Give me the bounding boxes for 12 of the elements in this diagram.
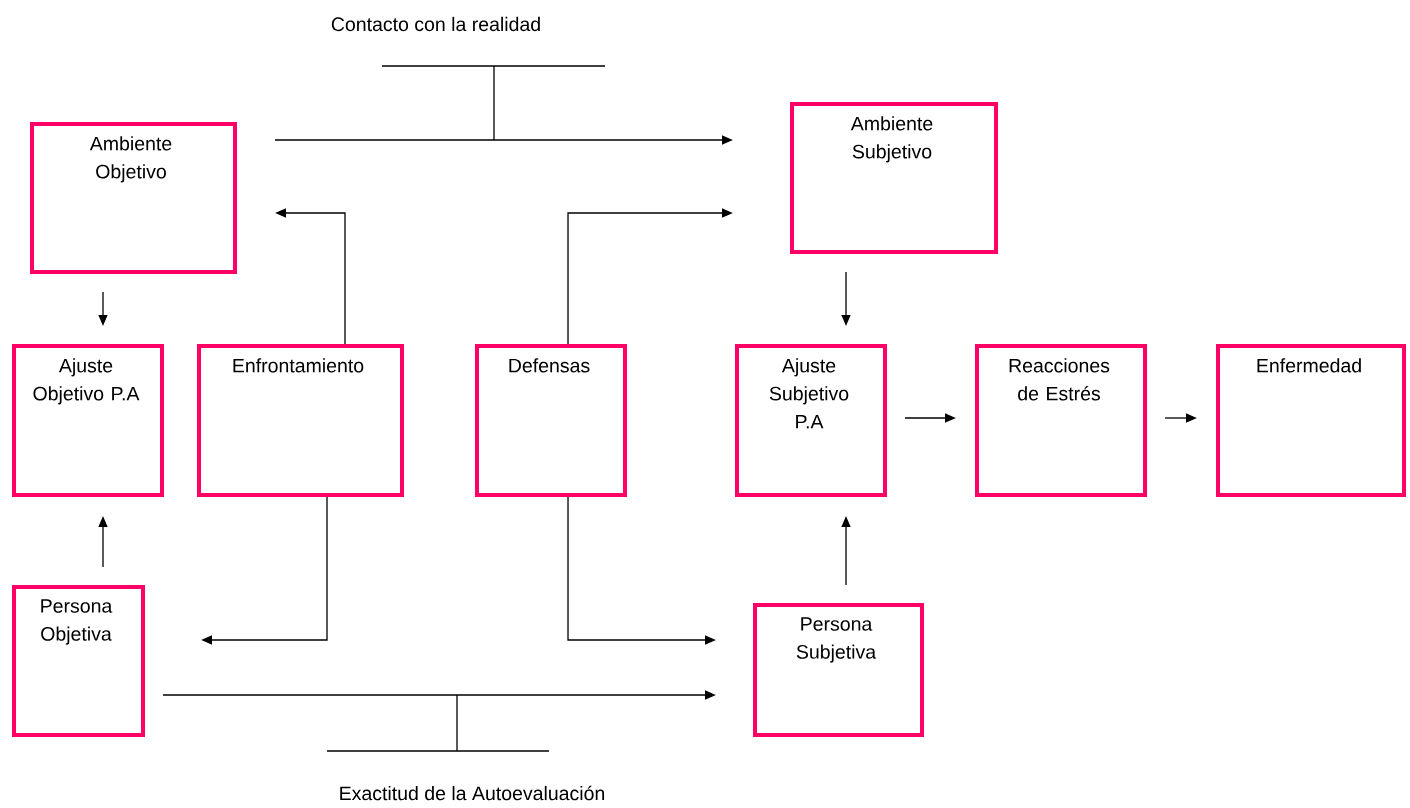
annotation-text: Contacto con la realidad [331, 16, 540, 32]
process-box: Enfermedad [1216, 344, 1406, 497]
process-box: Persona Subjetiva [753, 603, 924, 737]
process-box: Reacciones de Estrés [975, 344, 1147, 497]
process-box: Ajuste Objetivo P.A [12, 344, 164, 497]
process-box: Ambiente Subjetivo [790, 102, 998, 254]
process-box: Ambiente Objetivo [30, 122, 237, 274]
annotation-text: Exactitud de la Autoevaluación [340, 785, 605, 801]
process-box: Ajuste Subjetivo P.A [735, 344, 887, 497]
process-box: Defensas [475, 344, 627, 497]
process-box: Enfrontamiento [197, 344, 404, 497]
process-box: Persona Objetiva [12, 585, 145, 737]
